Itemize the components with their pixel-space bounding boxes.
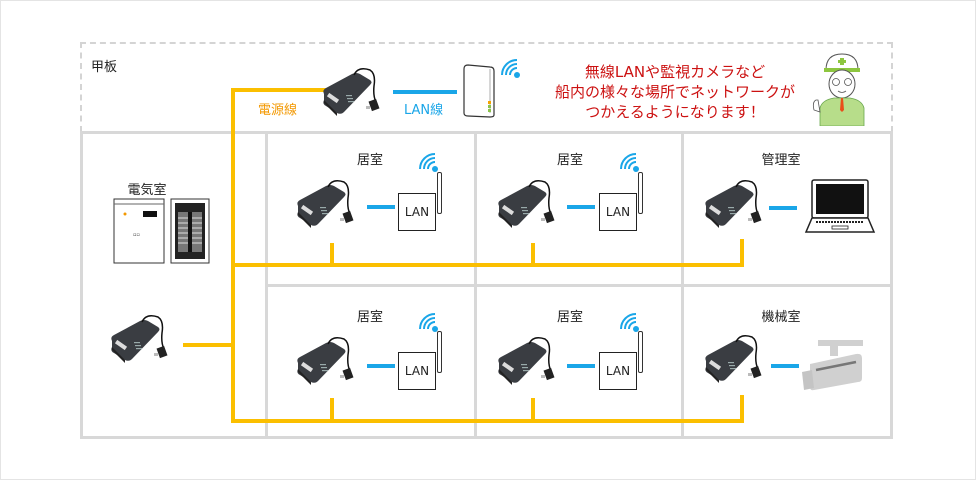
power-line-trunk [231, 88, 235, 420]
room-label-electrical: 電気室 [127, 183, 167, 198]
wifi-icon [619, 152, 641, 174]
lan-box: LAN [599, 193, 637, 231]
room-label-machinery: 機械室 [761, 310, 801, 325]
lan-line [367, 205, 395, 209]
lan-line [567, 364, 595, 368]
worker-mascot-icon [812, 50, 872, 126]
power-drop [740, 395, 744, 423]
plc-adapter-control [700, 180, 764, 238]
room-label-cabin-1: 居室 [356, 153, 384, 168]
lan-line-deck [393, 90, 457, 94]
antenna [638, 172, 643, 214]
power-drop [330, 243, 334, 265]
power-cable-label: 電源線 [258, 103, 298, 118]
room-label-control: 管理室 [761, 153, 801, 168]
plc-adapter-cabin-1 [292, 180, 356, 238]
antenna [638, 331, 643, 373]
lan-line [769, 206, 797, 210]
wifi-icon [500, 58, 522, 80]
lan-line [567, 205, 595, 209]
plc-adapter-machinery [700, 335, 764, 393]
power-drop [330, 398, 334, 421]
room-label-cabin-4: 居室 [556, 310, 584, 325]
laptop-icon [804, 178, 876, 236]
plc-adapter-cabin-4 [493, 337, 557, 395]
deck-label: 甲板 [91, 60, 118, 75]
plc-adapter-electrical [106, 315, 170, 373]
power-drop [531, 398, 535, 421]
wifi-icon [619, 312, 641, 334]
antenna [437, 331, 442, 373]
room-label-cabin-2: 居室 [556, 153, 584, 168]
lan-line [771, 364, 799, 368]
message-line-1: 無線LANや監視カメラなど [584, 63, 766, 81]
power-line-electrical [183, 343, 233, 347]
wireless-access-point [462, 63, 496, 119]
security-camera-icon [800, 338, 866, 394]
room-label-cabin-3: 居室 [356, 310, 384, 325]
wifi-icon [418, 312, 440, 334]
plc-adapter-cabin-2 [493, 180, 557, 238]
power-line-deck [231, 88, 328, 92]
message-line-2: 船内の様々な場所でネットワークが [554, 83, 795, 101]
lan-cable-label: LAN線 [404, 103, 444, 118]
lan-box: LAN [398, 193, 436, 231]
plc-adapter-deck [318, 68, 382, 126]
power-drop [531, 243, 535, 265]
deck-area [80, 42, 893, 132]
distribution-board-icon: ▫▫ [113, 198, 165, 264]
svg-text:▫▫: ▫▫ [133, 232, 140, 238]
power-line-lower [231, 419, 743, 423]
lan-box: LAN [599, 352, 637, 390]
grid-divider [265, 284, 893, 287]
lan-line [367, 364, 395, 368]
wifi-icon [418, 152, 440, 174]
antenna [437, 172, 442, 214]
plc-adapter-cabin-3 [292, 337, 356, 395]
power-line-upper [231, 263, 743, 267]
message-callout: 無線LANや監視カメラなど 船内の様々な場所でネットワークが つかえるようになり… [540, 62, 810, 122]
lan-box: LAN [398, 352, 436, 390]
breaker-panel-icon [170, 198, 210, 264]
power-drop [740, 239, 744, 267]
message-line-3: つかえるようになります！ [585, 103, 765, 121]
